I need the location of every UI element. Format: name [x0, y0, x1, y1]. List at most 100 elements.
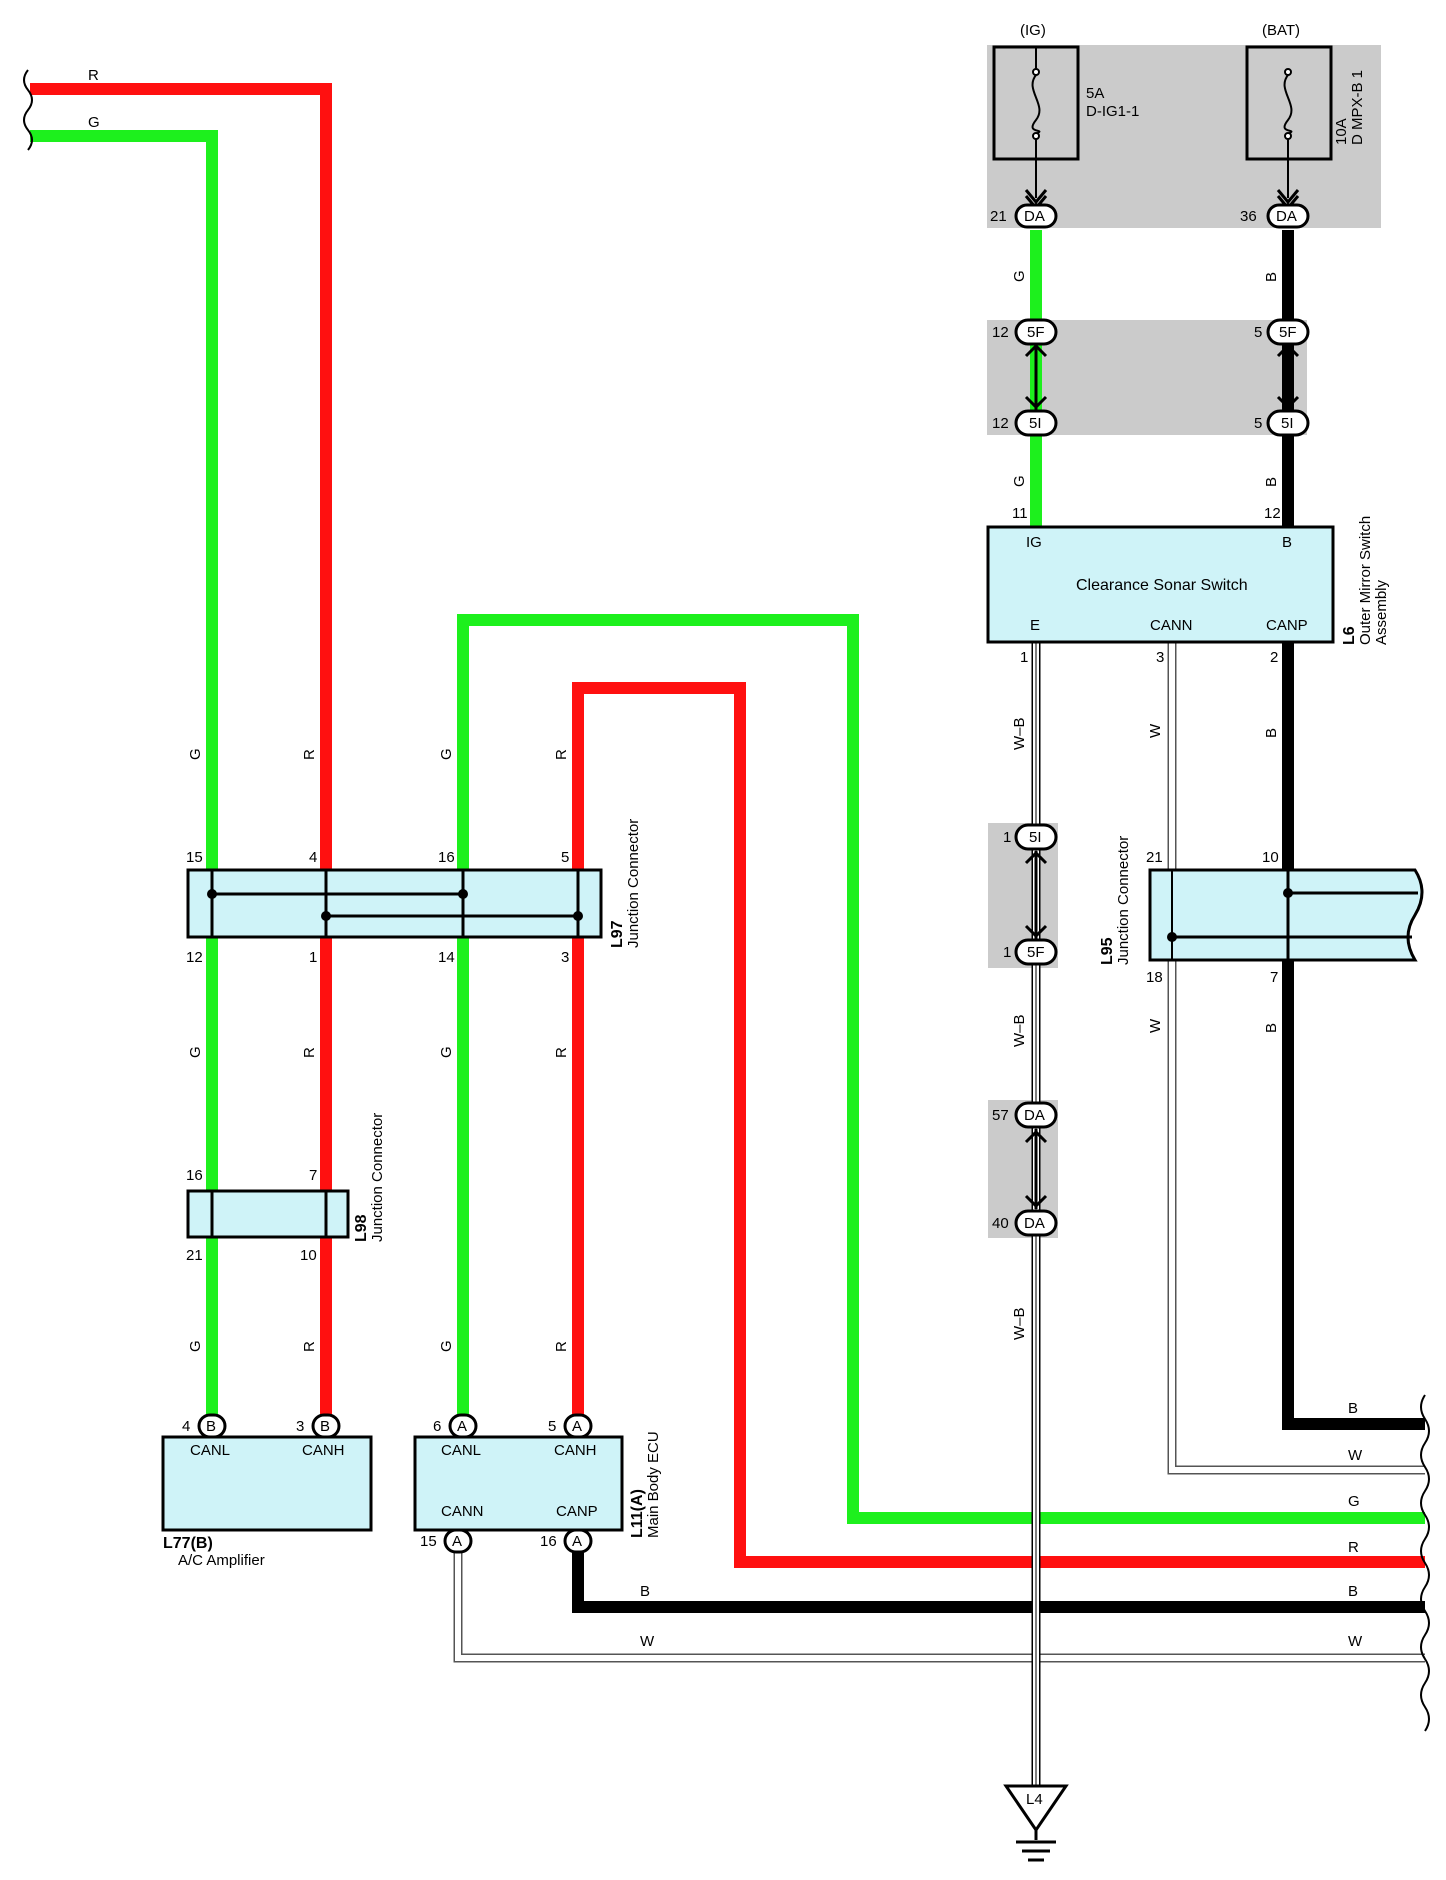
wire-label: G [1011, 475, 1028, 487]
wire-label: R [301, 1341, 318, 1352]
wire-label: B [640, 1583, 650, 1600]
junction-body [186, 1189, 350, 1239]
wire-label: B [1348, 1583, 1358, 1600]
wire-label: G [438, 1340, 455, 1352]
pin-number: 5 [1254, 415, 1262, 432]
pin-number: 6 [433, 1418, 441, 1435]
connector-code: DA [1024, 1215, 1045, 1232]
wire-label: G [187, 748, 204, 760]
wire-label: G [438, 748, 455, 760]
fuse-terminal [1284, 132, 1292, 140]
wire-label: W [1147, 723, 1164, 738]
wire-label: G [1348, 1493, 1360, 1510]
main-body-ecu: A A 6 5 CANL CANH CANN CANP A A 15 16 L1… [413, 1413, 662, 1554]
ecu-body [161, 1435, 373, 1532]
junction-connector-l97: 15 4 16 5 12 1 14 3 L97 Junction Connect… [186, 819, 642, 966]
pin-number: 4 [309, 849, 317, 866]
ground-triangle-icon [1003, 1784, 1069, 1833]
component-description: Main Body ECU [645, 1431, 662, 1538]
wire-label: R [301, 749, 318, 760]
ac-amplifier: B B 4 3 CANL CANH L77(B) A/C Amplifier [161, 1413, 373, 1569]
pin-number: 7 [309, 1167, 317, 1184]
pin-number: 16 [186, 1167, 203, 1184]
splice-dot [207, 889, 217, 899]
inline-connectors: DA 21 DA 36 5F 12 5I 12 5F 5 [990, 189, 1310, 1237]
wire-label: B [1263, 728, 1280, 738]
connector-code: 5I [1281, 415, 1294, 432]
wire-label: B [1263, 272, 1280, 282]
connector-oval [1014, 823, 1058, 851]
wire-label: B [1263, 477, 1280, 487]
wire-w-sw-cann-inner [1169, 642, 1425, 1473]
splice-dot [1283, 888, 1293, 898]
pin-label-b: B [1282, 534, 1292, 551]
pin-number: 11 [1012, 505, 1028, 522]
wire-label: W–B [1011, 1307, 1028, 1340]
wire-label: W–B [1011, 717, 1028, 750]
component-code: L95 [1099, 937, 1116, 965]
fuse-supply-label: (BAT) [1262, 22, 1300, 39]
wire-label: W–B [1011, 1014, 1028, 1047]
connector-code: 5F [1027, 944, 1045, 961]
fuse-name: D-IG1-1 [1086, 103, 1139, 120]
connector-da-da-ground: DA 57 DA 40 [992, 1101, 1058, 1237]
connector-code: 5I [1029, 829, 1042, 846]
connector-code: A [457, 1418, 467, 1435]
wire-label: R [553, 1047, 570, 1058]
component-description: Junction Connector [369, 1113, 386, 1242]
pin-label-canp: CANP [556, 1503, 598, 1520]
wire-label: R [88, 67, 99, 84]
connector-oval [1014, 938, 1058, 966]
wire-label: R [553, 1341, 570, 1352]
fuse-bat: (BAT) 10A D MPX-B 1 [1245, 22, 1366, 198]
wire-label: R [1348, 1539, 1359, 1556]
wire-label: G [438, 1046, 455, 1058]
splice-dot [1167, 932, 1177, 942]
component-description: Junction Connector [625, 819, 642, 948]
connector-code: DA [1024, 1107, 1045, 1124]
pin-number: 15 [186, 849, 203, 866]
pin-label-cann: CANN [1150, 617, 1193, 634]
fuse-block-area [987, 45, 1381, 228]
wire-label: W [1147, 1018, 1164, 1033]
pin-number: 12 [186, 949, 203, 966]
connector-5f-5i-ig: 5F 12 5I 12 [992, 318, 1058, 437]
fuse-name: D MPX-B 1 [1349, 70, 1366, 145]
wire-label: G [88, 114, 100, 131]
connector-5i-5f-ground: 5I 1 5F 1 [1003, 823, 1058, 966]
fuse-element-icon [1283, 74, 1293, 135]
connector-oval [1014, 203, 1058, 229]
connector-code: A [452, 1533, 462, 1550]
splice-dot [458, 889, 468, 899]
component-description: Outer Mirror Switch [1357, 516, 1374, 645]
pin-number: 1 [1003, 829, 1011, 846]
pin-number: 4 [182, 1418, 190, 1435]
pin-label-canh: CANH [554, 1442, 597, 1459]
connector-code: DA [1024, 208, 1045, 225]
pin-label-canl: CANL [190, 1442, 230, 1459]
component-code: L11(A) [629, 1489, 646, 1538]
fuse-supply-label: (IG) [1020, 22, 1046, 39]
connector-da-ig: DA 21 [990, 189, 1058, 229]
pin-number: 3 [1156, 649, 1164, 666]
wire-r-top [30, 83, 332, 1415]
pin-number: 21 [186, 1247, 203, 1264]
pin-number: 12 [992, 324, 1009, 341]
splice-dot [321, 911, 331, 921]
pin-number: 2 [1270, 649, 1278, 666]
connector-code: 5F [1027, 324, 1045, 341]
connector-oval [1014, 409, 1058, 437]
connector-oval [197, 1413, 227, 1439]
wire-label: R [553, 749, 570, 760]
fuse-rating: 10A [1333, 118, 1350, 145]
connector-code: DA [1276, 208, 1297, 225]
pin-number: 3 [561, 949, 569, 966]
pin-number: 57 [992, 1107, 1009, 1124]
wire-g-ecu-canl [457, 614, 1425, 1524]
wire-labels: R G G R G R G R G R G R G R G B G B W–B … [88, 67, 1363, 1650]
pin-label-ig: IG [1026, 534, 1042, 551]
break-mark-right [1420, 1394, 1430, 1732]
junction-connector-l95: 21 10 18 7 L95 Junction Connector [1099, 836, 1424, 986]
connector-oval [448, 1413, 478, 1439]
